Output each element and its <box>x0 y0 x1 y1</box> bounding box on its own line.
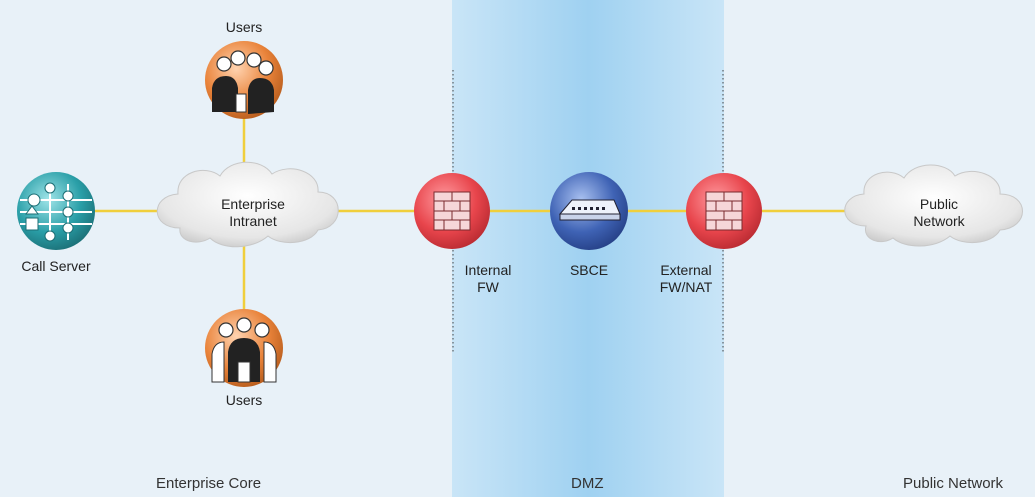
zone-public-network: Public Network <box>903 475 1004 492</box>
internal-fw-label: Internal FW <box>464 262 512 295</box>
sbce-label: SBCE <box>569 262 609 278</box>
zone-enterprise-core: Enterprise Core <box>156 475 262 492</box>
zone-dmz: DMZ <box>571 475 604 492</box>
enterprise-intranet-cloud-icon <box>156 161 339 248</box>
public-network-cloud-icon <box>844 164 1023 247</box>
internal-firewall-icon <box>414 173 490 249</box>
users-top-icon <box>205 41 283 119</box>
users-top-label: Users <box>225 19 263 35</box>
call-server-icon <box>17 172 95 250</box>
users-bottom-label: Users <box>225 392 263 408</box>
external-firewall-icon <box>686 173 762 249</box>
enterprise-intranet-label: Enterprise Intranet <box>221 196 285 229</box>
call-server-label: Call Server <box>21 258 91 274</box>
public-network-cloud-label: Public Network <box>913 196 965 229</box>
users-bottom-icon <box>205 309 283 387</box>
sbce-appliance-icon <box>550 172 628 250</box>
external-fw-label: External FW/NAT <box>659 262 713 295</box>
